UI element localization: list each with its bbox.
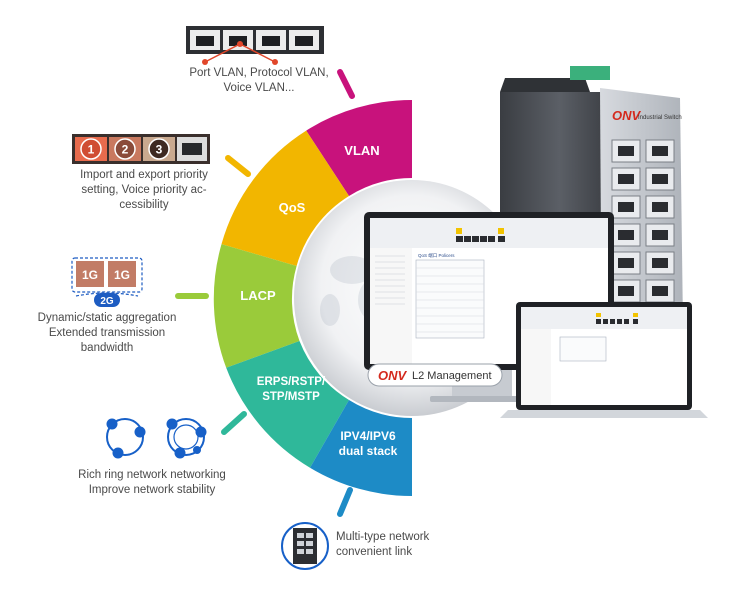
feature-stack-line-2: convenient link <box>336 546 413 558</box>
link-aggregation-icon <box>71 257 143 307</box>
feature-qos-line-3: cessibility <box>119 199 169 211</box>
feature-qos-text: Import and export priority setting, Voic… <box>58 168 230 213</box>
tick-ipv <box>337 487 353 517</box>
mini-switch-icon <box>281 522 329 570</box>
feature-vlan-line-2: Voice VLAN... <box>223 82 295 94</box>
monitor-panel-title: QoS 端口 Policers <box>418 252 455 259</box>
feature-vlan-text: Port VLAN, Protocol VLAN, Voice VLAN... <box>170 66 348 96</box>
priority-badge-3: 3 <box>156 143 163 157</box>
feature-ring-text: Rich ring network networking Improve net… <box>60 468 244 498</box>
feature-qos-line-2: setting, Voice priority ac- <box>81 184 207 196</box>
priority-port-strip-icon <box>72 134 210 164</box>
feature-ring-line-1: Rich ring network networking <box>78 469 226 481</box>
rj45-port-strip-icon <box>186 26 324 65</box>
wheel-segment-ipv[interactable] <box>310 400 412 496</box>
management-brand-logo: ONV <box>378 368 408 383</box>
feature-lacp-line-3: bandwidth <box>80 342 134 354</box>
wheel-segment-lacp[interactable] <box>213 244 300 368</box>
priority-badge-1: 1 <box>88 143 95 157</box>
wheel-label-lacp: LACP <box>240 288 276 303</box>
wheel-segment-vlan[interactable] <box>306 99 412 196</box>
feature-lacp-line-1: Dynamic/static aggregation <box>37 312 177 324</box>
wheel-label-erps-line2: STP/MSTP <box>262 391 320 403</box>
wheel-segments <box>213 99 412 496</box>
tick-qos <box>225 155 251 177</box>
feature-stack-text: Multi-type network convenient link <box>336 530 454 560</box>
management-label: L2 Management <box>412 370 492 382</box>
port-label-1g-a: 1G <box>82 268 98 282</box>
tick-vlan <box>337 69 355 99</box>
feature-ring-line-2: Improve network stability <box>88 484 216 496</box>
port-label-1g-b: 1G <box>114 268 130 282</box>
wheel-label-vlan: VLAN <box>344 143 379 158</box>
tick-erps <box>221 411 247 435</box>
wheel-label-ipv-line2: dual stack <box>339 444 398 458</box>
switch-brand-logo: ONV <box>612 108 642 123</box>
feature-qos-line-1: Import and export priority <box>80 169 208 181</box>
feature-lacp-line-2: Extended transmission <box>48 327 166 339</box>
switch-brand-sub: Industrial Switch <box>638 115 682 121</box>
wheel-label-qos: QoS <box>279 200 306 215</box>
ring-network-icon <box>106 418 207 459</box>
aggregate-label-2g: 2G <box>100 296 114 307</box>
management-banner <box>367 363 503 387</box>
feature-stack-line-1: Multi-type network <box>336 531 430 543</box>
wheel-label-ipv-line1: IPV4/IPV6 <box>340 429 396 443</box>
feature-vlan-line-1: Port VLAN, Protocol VLAN, <box>189 67 329 79</box>
wheel-label-erps-line1: ERPS/RSTP/ <box>257 376 326 388</box>
priority-badge-2: 2 <box>122 143 129 157</box>
laptop <box>500 302 708 418</box>
wheel-segment-qos[interactable] <box>221 130 350 266</box>
wheel-segment-erps[interactable] <box>226 341 349 468</box>
feature-lacp-text: Dynamic/static aggregation Extended tran… <box>22 311 192 356</box>
